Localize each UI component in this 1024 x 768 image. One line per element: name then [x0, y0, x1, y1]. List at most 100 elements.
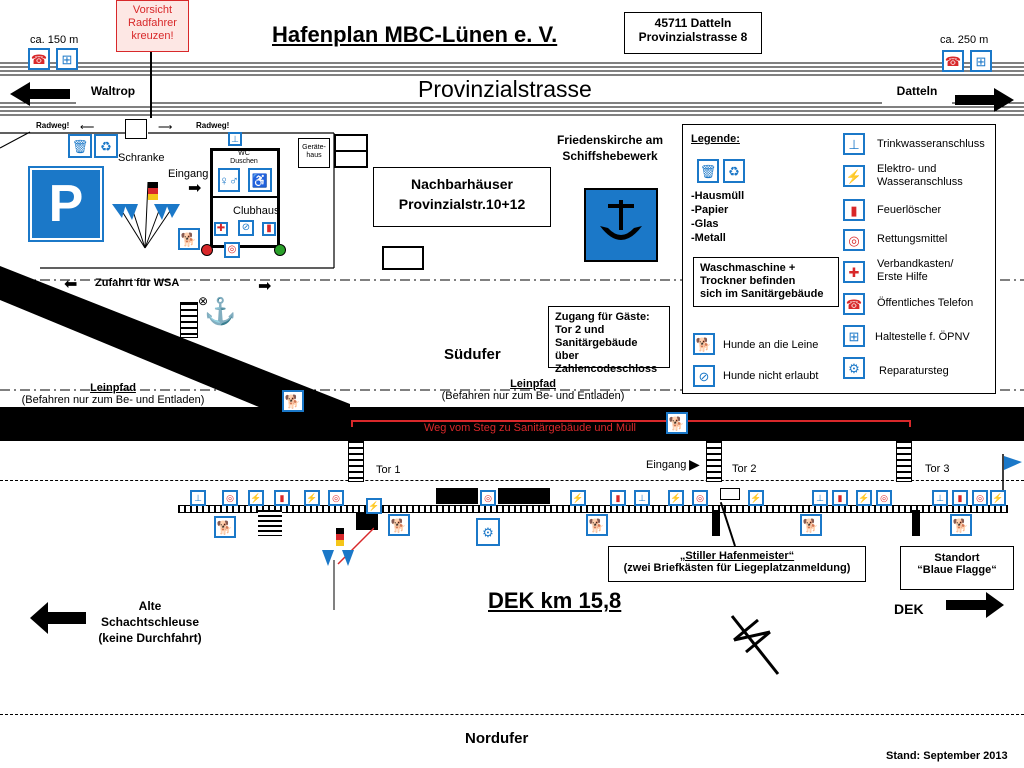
shed-line2: haus: [306, 152, 322, 159]
warning-pointer: [150, 52, 152, 118]
red-path: [351, 420, 911, 427]
waste-list: -Hausmüll -Papier -Glas -Metall: [691, 189, 744, 245]
anchor-icon: ⚓: [204, 296, 237, 326]
side-ladder: [356, 512, 378, 530]
blue-flag-line1: Standort: [934, 552, 980, 564]
pier: [178, 505, 1008, 513]
towpath-mid-note: (Befahren nur zum Be- und Entladen): [441, 390, 625, 402]
wsa-label: Zufahrt für WSA: [95, 277, 180, 289]
power-water-icon: ⚡: [668, 490, 684, 506]
harbor-master: „Stiller Hafenmeister“ (zwei Briefkästen…: [608, 546, 866, 582]
wc-label: WC Duschen: [222, 150, 266, 166]
first-aid-icon: ✚: [214, 222, 228, 236]
towpath-mid: Leinpfad (Befahren nur zum Be- und Entla…: [428, 378, 638, 402]
recycling-icon: ♻: [94, 134, 118, 158]
flag-group: [112, 181, 180, 249]
fire-extinguisher-icon: ▮: [843, 199, 865, 221]
church-label: Friedenskirche am Schiffshebewerk: [540, 132, 680, 164]
crossing-icon: ⊗: [198, 294, 209, 308]
life-ring-icon: ◎: [972, 490, 988, 506]
flag-cluster: [322, 527, 374, 610]
dog-leash-icon: 🐕: [388, 514, 410, 536]
waste-2: -Papier: [691, 204, 729, 216]
water-tap-icon: ⊥: [634, 490, 650, 506]
fire-extinguisher-icon: ▮: [610, 490, 626, 506]
side-ladder: [912, 510, 920, 536]
legend-item-label: Öffentliches Telefon: [877, 297, 974, 309]
old-lock: Alte Schachtschleuse (keine Durchfahrt): [86, 598, 214, 646]
bike-right-label: Radweg!: [196, 121, 230, 130]
gate-1-label: Tor 1: [376, 464, 401, 476]
wc-icon: ♀♂: [218, 168, 240, 192]
entrance-label: Eingang: [168, 168, 209, 180]
north-bank-label: Nordufer: [465, 730, 529, 747]
power-water-icon: ⚡: [748, 490, 764, 506]
neighbor-houses: Nachbarhäuser Provinzialstr.10+12: [373, 167, 551, 227]
guest-line4: Zahlencodeschloss: [555, 363, 658, 375]
church-line1: Friedenskirche am: [556, 133, 664, 147]
water-line: [0, 480, 1024, 481]
gate-3-label: Tor 3: [925, 463, 950, 475]
fire-extinguisher-icon: ▮: [832, 490, 848, 506]
parking-sign: P: [28, 166, 104, 242]
water-tap-icon: ⊥: [190, 490, 206, 506]
phone-icon: ☎: [28, 48, 50, 70]
phone-icon: ☎: [843, 293, 865, 315]
gate-2-label: Tor 2: [732, 463, 757, 475]
small-building: [382, 246, 424, 270]
north-water-line: [0, 714, 1024, 715]
canal-bank: [0, 407, 1024, 441]
south-bank-label: Südufer: [444, 346, 501, 363]
mailbox-icon: [720, 488, 740, 500]
red-light-icon: [201, 244, 213, 256]
laundry-line1: Waschmaschine +: [700, 262, 796, 274]
map-title: Hafenplan MBC-Lünen e. V.: [272, 22, 558, 47]
power-water-icon: ⚡: [990, 490, 1006, 506]
bike-left-arrow: ⟵: [80, 122, 95, 133]
trash-icon: 🗑: [68, 134, 92, 158]
water-tap-icon: ⊥: [932, 490, 948, 506]
old-lock-line2: Schachtschleuse: [100, 615, 200, 629]
life-ring-icon: ◎: [843, 229, 865, 251]
wc-line1: WC: [238, 150, 250, 157]
waste-3: -Glas: [691, 218, 719, 230]
power-water-icon: ⚡: [856, 490, 872, 506]
dog-leash-icon: 🐕: [178, 228, 200, 250]
green-light-icon: [274, 244, 286, 256]
entrance-arrow: ➡: [188, 180, 202, 197]
shed: Geräte- haus: [298, 138, 330, 168]
legend-item-label: Verbandkasten/ Erste Hilfe: [877, 258, 954, 283]
repair-icon: ⚙: [476, 518, 500, 546]
waste-1: -Hausmüll: [691, 190, 745, 202]
legend-item-label: Rettungsmittel: [877, 233, 948, 245]
moored-boat: [498, 488, 550, 504]
entrance-triangle-icon: ▶: [689, 456, 700, 472]
church-line2: Schiffshebewerk: [562, 149, 658, 163]
canal-label: DEK: [894, 601, 924, 617]
phone-icon: ☎: [942, 50, 964, 72]
towpath-left: Leinpfad (Befahren nur zum Be- und Entla…: [8, 382, 218, 406]
dog-leash-icon: 🐕: [586, 514, 608, 536]
water-tap-icon: ⊥: [812, 490, 828, 506]
legend-title: Legende:: [691, 133, 740, 145]
left-arrow-icon: [30, 602, 86, 634]
blue-flag-box: Standort “Blaue Flagge“: [900, 546, 1014, 590]
right-arrow-icon: [946, 592, 1004, 618]
building-divider: [210, 196, 280, 198]
laundry-box: Waschmaschine + Trockner befinden sich i…: [693, 257, 839, 307]
gate-1-ladder: [348, 440, 364, 482]
church-icon: [584, 188, 658, 262]
no-dogs-icon: ⊘: [693, 365, 715, 387]
bike-left-label: Radweg!: [36, 121, 70, 130]
life-ring-icon: ◎: [224, 242, 240, 258]
side-ladder: [258, 510, 282, 536]
datteln-direction: Datteln: [882, 80, 952, 104]
warning-line3: kreuzen!: [131, 30, 174, 42]
trash-icon: 🗑: [697, 159, 719, 183]
parking-icon: P: [48, 175, 84, 233]
grounds-lines: [0, 131, 1024, 418]
legend-item-label: Trinkwasseranschluss: [877, 138, 985, 150]
towpath-left-title: Leinpfad: [90, 382, 136, 394]
towpath-left-note: (Befahren nur zum Be- und Entladen): [21, 394, 205, 406]
laundry-line2: Trockner befinden: [700, 275, 796, 287]
